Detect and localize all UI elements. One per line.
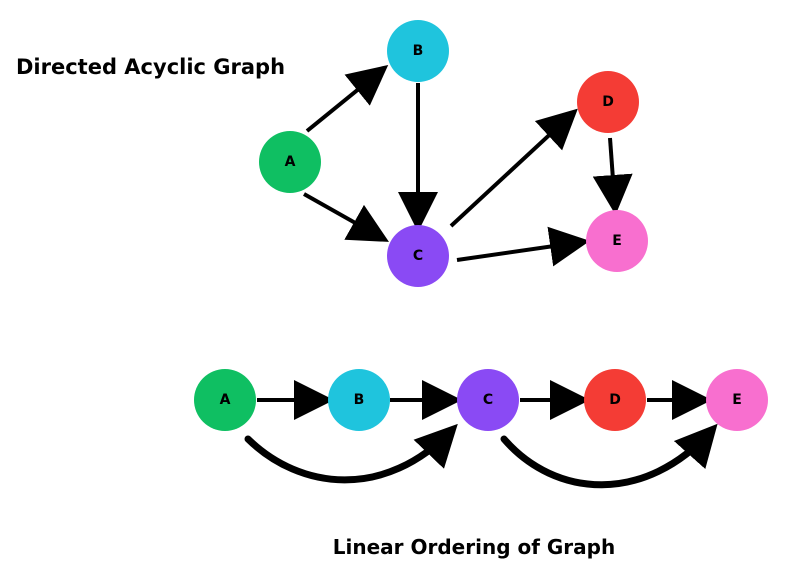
linear-node-e-label: E (732, 392, 742, 408)
linear-curved-edge-a-c (244, 423, 458, 484)
dag-node-b-label: B (413, 43, 424, 59)
dag-title: Directed Acyclic Graph (16, 55, 285, 79)
linear-ordering-title: Linear Ordering of Graph (333, 535, 615, 559)
dag-node-a-label: A (285, 154, 296, 170)
linear-node-b-label: B (354, 392, 365, 408)
linear-node-a-circle (194, 369, 256, 431)
dag-node-d-circle (577, 71, 639, 133)
dag-edge-d-e (592, 137, 633, 215)
dag-node-c-circle (387, 225, 449, 287)
linear-node-a-label: A (220, 392, 231, 408)
linear-node-e-circle (706, 369, 768, 431)
dag-node-d: D (577, 71, 639, 133)
dag-node-e-circle (586, 210, 648, 272)
linear-node-c-circle (457, 369, 519, 431)
dag-node-a-circle (259, 131, 321, 193)
linear-curved-edges (244, 423, 718, 489)
linear-node-e: E (706, 369, 768, 431)
linear-node-a: A (194, 369, 256, 431)
linear-node-b: B (328, 369, 390, 431)
dag-edge-a-b (305, 64, 389, 133)
dag-node-a: A (259, 131, 321, 193)
dag-edges (303, 64, 633, 267)
linear-node-d: D (584, 369, 646, 431)
dag-edge-c-d (449, 108, 578, 228)
dag-node-b-circle (387, 20, 449, 82)
dag-node-d-label: D (602, 94, 614, 110)
linear-nodes: A B C D E (194, 369, 768, 431)
dag-node-c: C (387, 225, 449, 287)
dag-node-e: E (586, 210, 648, 272)
linear-node-c-label: C (483, 392, 493, 408)
linear-curved-edge-c-e (500, 423, 718, 489)
dag-node-b: B (387, 20, 449, 82)
dag-edge-c-e (456, 226, 590, 267)
dag-node-e-label: E (612, 233, 622, 249)
dag-nodes: A B C D E (259, 20, 648, 287)
dag-edge-a-c (303, 192, 389, 242)
linear-node-d-label: D (609, 392, 621, 408)
linear-node-d-circle (584, 369, 646, 431)
linear-node-c: C (457, 369, 519, 431)
linear-node-b-circle (328, 369, 390, 431)
dag-node-c-label: C (413, 248, 423, 264)
